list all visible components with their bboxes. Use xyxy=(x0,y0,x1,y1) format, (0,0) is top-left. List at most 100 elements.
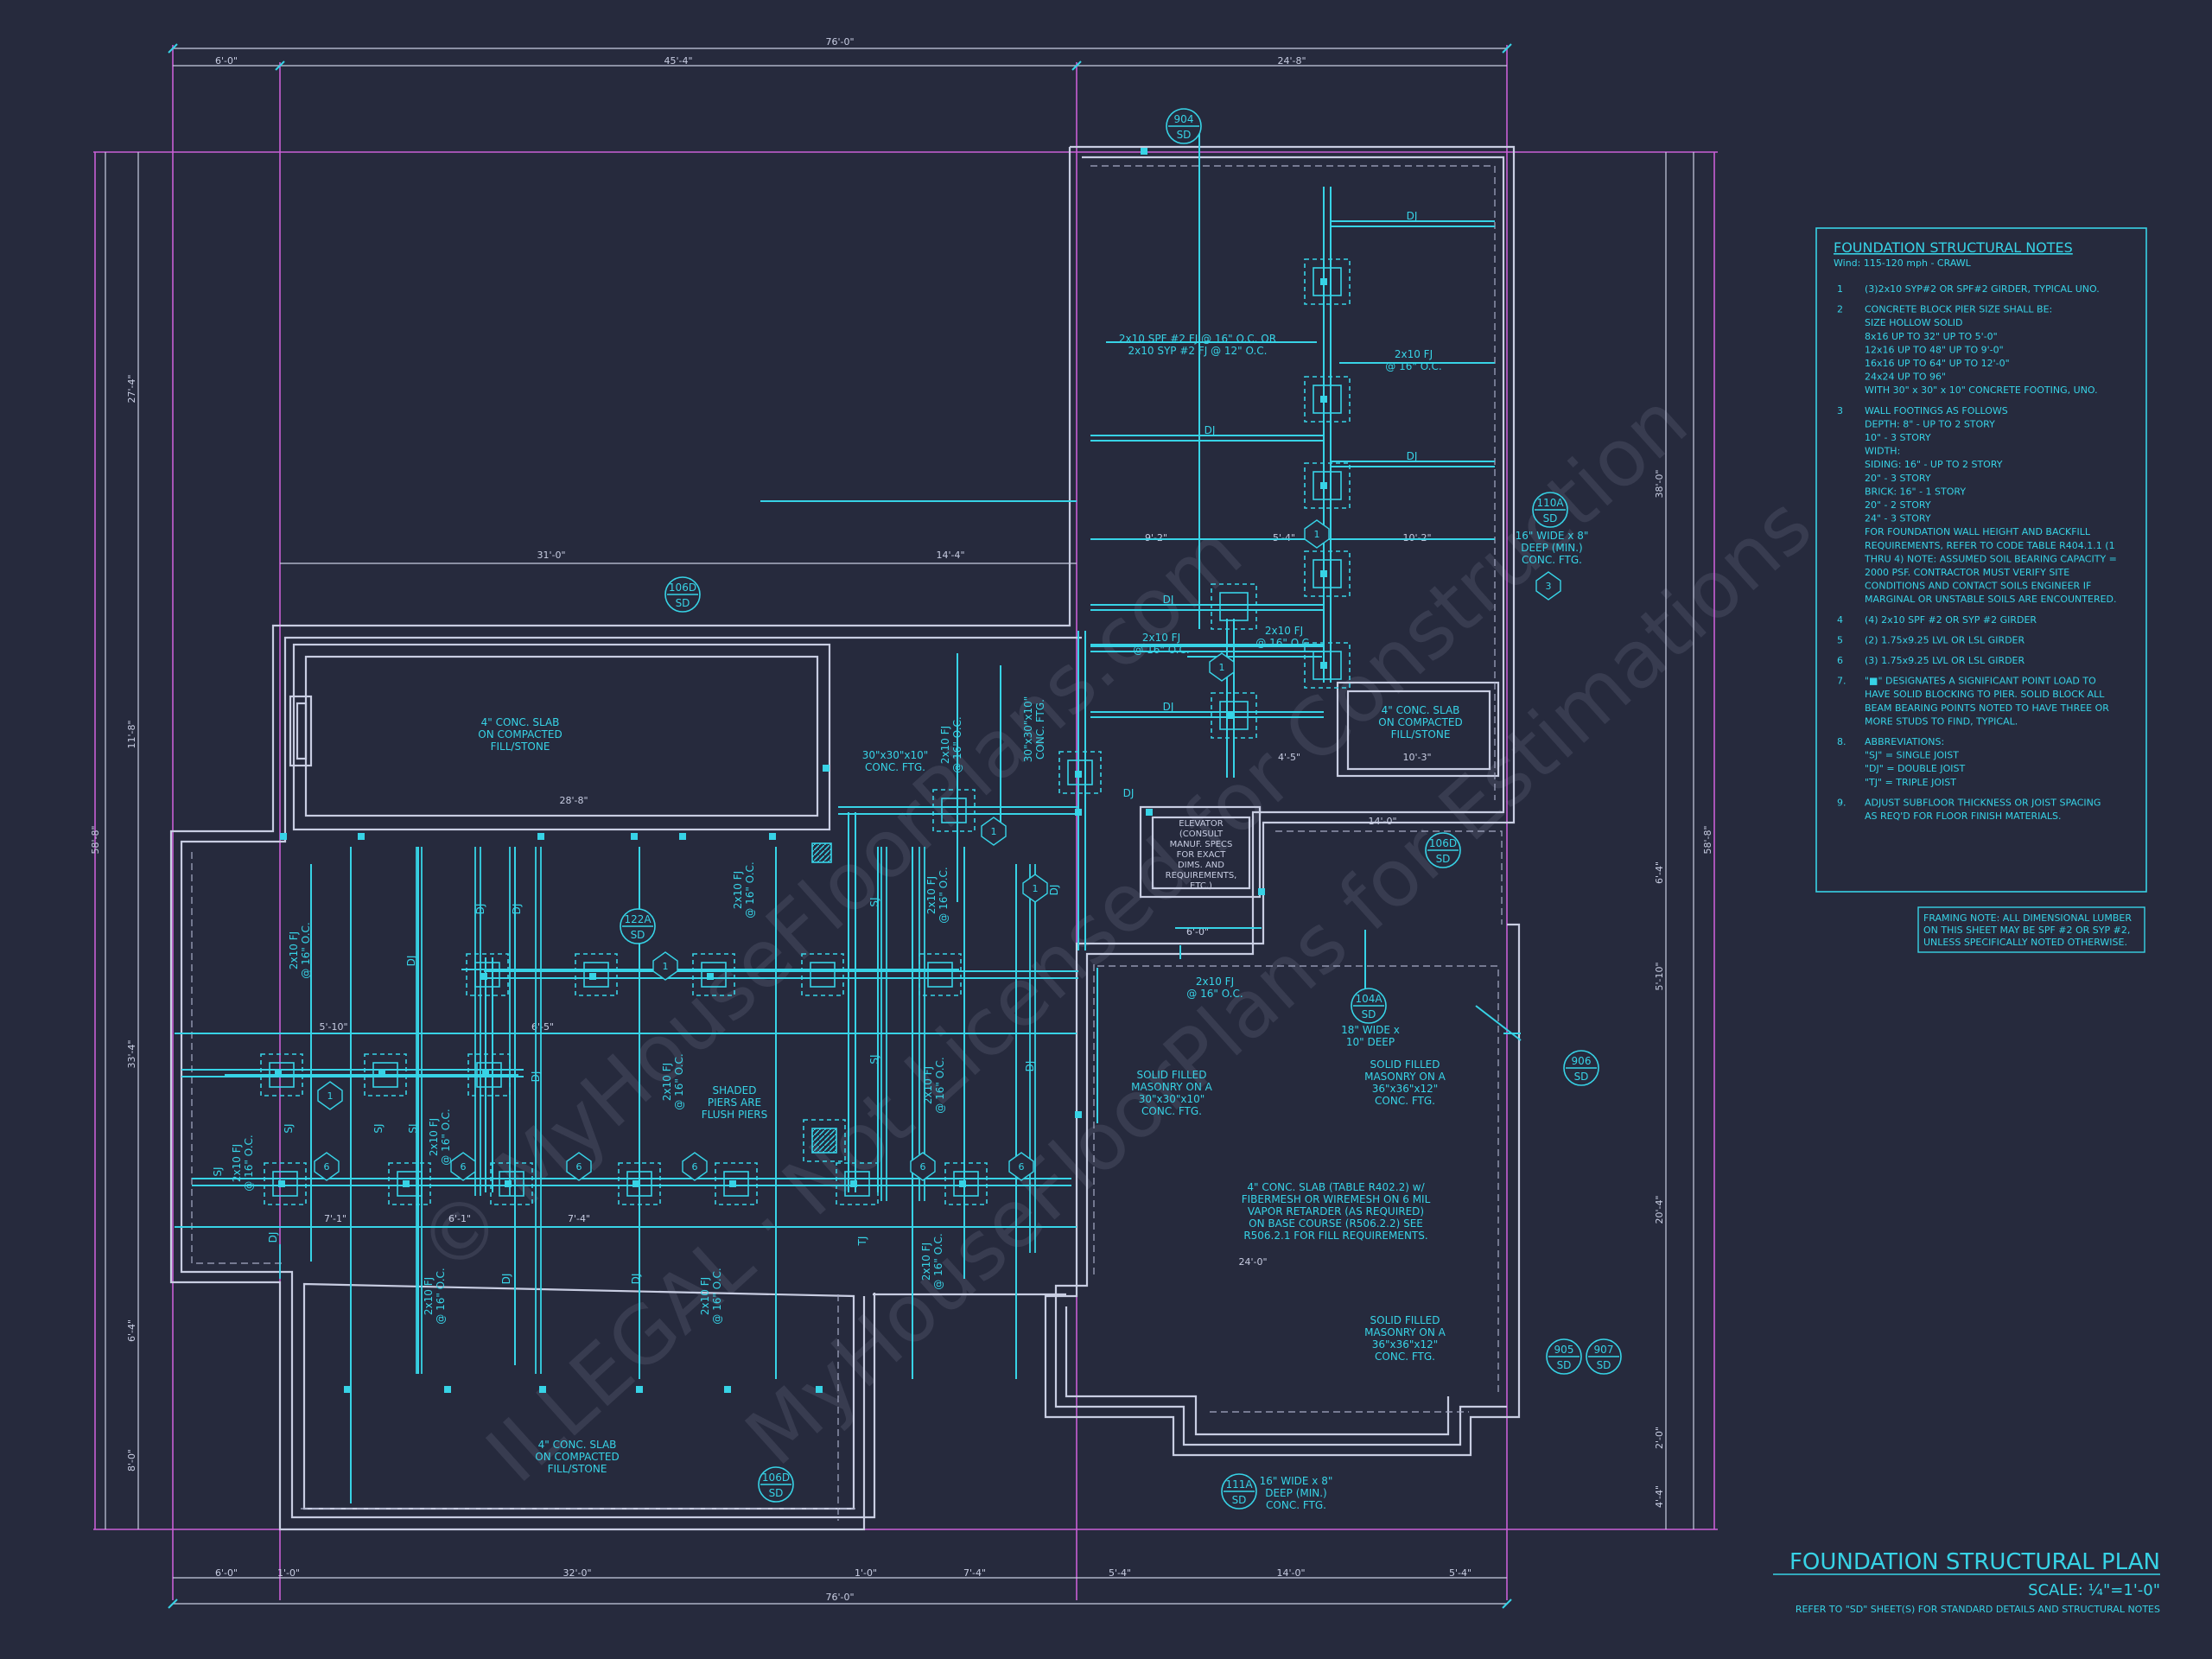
elevator-line-2: (CONSULT xyxy=(1179,830,1224,839)
small-slab xyxy=(1336,681,1500,778)
inner-wall xyxy=(180,156,1507,1519)
dim-top-total: 76'-0" xyxy=(825,36,854,48)
callout-122a-top: 122A xyxy=(624,913,652,925)
note-line: "SJ" = SINGLE JOIST xyxy=(1865,750,1959,761)
masonry-3-label-3: 36"x36"x12" xyxy=(1372,1338,1439,1351)
note-tag: 7. xyxy=(1837,676,1847,687)
structural-notes-panel: FOUNDATION STRUCTURAL NOTES Wind: 115-12… xyxy=(1815,227,2147,953)
shaded-piers-label-2: PIERS ARE xyxy=(708,1096,761,1109)
ftg-rot-a: 30"x30"x10" xyxy=(1022,696,1034,763)
dim-misc-14-0: 14'-0" xyxy=(1368,816,1396,827)
masonry-1-label-2: MASONRY ON A xyxy=(1131,1081,1213,1093)
notes-list: 1(3)2x10 SYP#2 OR SPF#2 GIRDER, TYPICAL … xyxy=(1837,283,2117,822)
callout-104a-top: 104A xyxy=(1355,993,1382,1005)
footing-16-label-3: CONC. FTG. xyxy=(1522,554,1582,566)
dim-misc-7-4: 7'-4" xyxy=(568,1213,590,1224)
double-joists xyxy=(279,847,1036,1374)
svg-text:1: 1 xyxy=(991,826,997,837)
note-line: "TJ" = TRIPLE JOIST xyxy=(1865,777,1956,788)
plan-note: REFER TO "SD" SHEET(S) FOR STANDARD DETA… xyxy=(1796,1604,2160,1615)
fj-rot-4b: @ 16" O.C. xyxy=(951,716,963,772)
pier xyxy=(1211,692,1257,739)
notes-heading: FOUNDATION STRUCTURAL NOTES xyxy=(1834,239,2073,256)
dim-left-seg-3: 33'-4" xyxy=(126,1039,137,1068)
note-line: 2000 PSF. CONTRACTOR MUST VERIFY SITE xyxy=(1865,567,2069,578)
dim-misc-28-8: 28'-8" xyxy=(559,795,588,806)
plan-labels: 4" CONC. SLAB ON COMPACTED FILL/STONE 4"… xyxy=(478,333,1588,1511)
elevator-line-5: DIMS. AND xyxy=(1178,861,1224,870)
callout-111a xyxy=(1221,1473,1257,1510)
fj-label-b-2: @ 16" O.C. xyxy=(1255,637,1312,649)
svg-text:6: 6 xyxy=(920,1161,926,1173)
dim-misc-9-2: 9'-2" xyxy=(1145,532,1167,543)
notes-wind: Wind: 115-120 mph - CRAWL xyxy=(1834,257,1972,269)
pier xyxy=(618,1162,661,1205)
note-line: WALL FOOTINGS AS FOLLOWS xyxy=(1865,405,2008,416)
callout-906-bottom: SD xyxy=(1574,1071,1589,1083)
pier xyxy=(1058,751,1102,794)
framing-note-1: FRAMING NOTE: ALL DIMENSIONAL LUMBER xyxy=(1923,912,2132,924)
callout-906 xyxy=(1563,1050,1599,1086)
svg-text:1: 1 xyxy=(1314,529,1320,540)
callout-106d-right-bottom: SD xyxy=(1436,853,1451,865)
note-line: (4) 2x10 SPF #2 OR SYP #2 GIRDER xyxy=(1865,614,2037,626)
callout-905-top: 905 xyxy=(1554,1344,1574,1356)
dim-right-seg-6: 4'-4" xyxy=(1654,1485,1665,1508)
elevator-label: ELEVATOR (CONSULT MANUF. SPECS FOR EXACT… xyxy=(1166,819,1237,891)
garage-slab-label-3: FILL/STONE xyxy=(491,741,550,753)
pier xyxy=(467,1053,511,1096)
dj-label: DJ xyxy=(1407,450,1418,462)
fj-rot-7b: @ 16" O.C. xyxy=(440,1109,452,1165)
note-tag: 6 xyxy=(1837,655,1843,666)
masonry-3-label-2: MASONRY ON A xyxy=(1364,1326,1446,1338)
step-edges xyxy=(873,1293,1450,1436)
pier xyxy=(364,1053,407,1096)
dj-label: DJ xyxy=(511,904,523,915)
dj-label: DJ xyxy=(500,1274,512,1285)
fj-rot-2a: 2x10 FJ xyxy=(732,871,744,909)
dim-right-seg-2: 6'-4" xyxy=(1654,861,1665,884)
dim-bottom-seg-1: 6'-0" xyxy=(215,1567,238,1579)
joist-top-label-1: 2x10 SPF #2 FJ @ 16" O.C. OR xyxy=(1119,333,1276,345)
dj-label: DJ xyxy=(530,1071,542,1083)
masonry-1-label-3: 30"x30"x10" xyxy=(1139,1093,1205,1105)
note-line: BEAM BEARING POINTS NOTED TO HAVE THREE … xyxy=(1865,702,2109,714)
callout-106d-right xyxy=(1425,832,1461,868)
dj-label: DJ xyxy=(1163,594,1174,606)
fj-rot-1a: 2x10 FJ xyxy=(288,931,300,969)
sj-label: SJ xyxy=(868,1054,880,1064)
tj-label: TJ xyxy=(856,1236,868,1247)
note-tag: 8. xyxy=(1837,736,1847,747)
fj-rot-6b: @ 16" O.C. xyxy=(934,1057,946,1113)
main-slab-label-1: 4" CONC. SLAB (TABLE R402.2) w/ xyxy=(1247,1181,1425,1193)
note-tag: 3 xyxy=(1837,405,1843,416)
fj-rot-6a: 2x10 FJ xyxy=(922,1066,934,1104)
note-line: AS REQ'D FOR FLOOR FINISH MATERIALS. xyxy=(1865,810,2062,822)
pier xyxy=(260,1053,303,1096)
footing-18-label-2: 10" DEEP xyxy=(1346,1036,1395,1048)
porch-slab-label-1: 4" CONC. SLAB xyxy=(538,1439,617,1451)
masonry-1-label-1: SOLID FILLED xyxy=(1137,1069,1207,1081)
callout-106d-porch-top: 106D xyxy=(762,1471,790,1484)
dim-misc-14-4: 14'-4" xyxy=(936,550,964,561)
elevator-line-4: FOR EXACT xyxy=(1177,850,1227,860)
dim-left-seg-1: 27'-4" xyxy=(126,374,137,403)
footing-ftg-label-1: 30"x30"x10" xyxy=(862,749,929,761)
dim-bottom-seg-2: 1'-0" xyxy=(277,1567,300,1579)
note-line: DEPTH: 8" - UP TO 2 STORY xyxy=(1865,418,1995,429)
masonry-3-label-1: SOLID FILLED xyxy=(1370,1314,1440,1326)
elevator-pit xyxy=(1139,805,1262,899)
dim-misc-4-5: 4'-5" xyxy=(1278,752,1300,763)
note-line: ABBREVIATIONS: xyxy=(1865,736,1944,747)
dim-bottom-seg-3: 32'-0" xyxy=(563,1567,591,1579)
svg-text:6: 6 xyxy=(576,1161,582,1173)
note-line: 24x24 UP TO 96" xyxy=(1865,372,1946,383)
fj-rot-11b: @ 16" O.C. xyxy=(932,1233,944,1289)
dj-label: DJ xyxy=(1048,885,1060,896)
note-line: "■" DESIGNATES A SIGNIFICANT POINT LOAD … xyxy=(1865,676,2096,687)
footing-18-label-1: 18" WIDE x xyxy=(1341,1024,1400,1036)
note-tag: 5 xyxy=(1837,634,1843,645)
note-line: 10" - 3 STORY xyxy=(1865,432,1931,443)
note-line: 20" - 2 STORY xyxy=(1865,499,1931,511)
note-line: "DJ" = DOUBLE JOIST xyxy=(1865,763,1965,774)
